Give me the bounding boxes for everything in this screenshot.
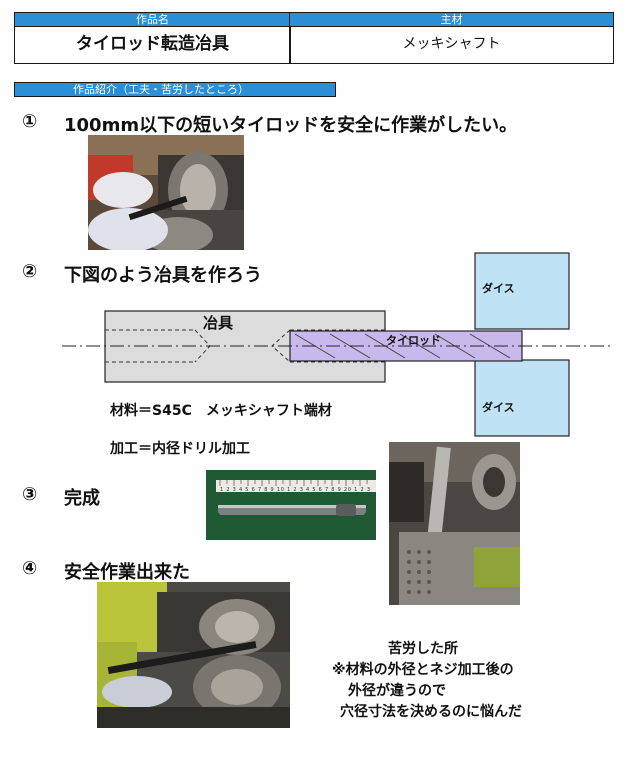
step-3-number: ③: [22, 484, 38, 505]
material-spec: 材料＝S45C メッキシャフト端材: [110, 403, 332, 419]
step-3-text: 完成: [64, 488, 100, 509]
step-1-number: ①: [22, 111, 38, 132]
die-bottom: [474, 359, 570, 437]
jig-label: 冶具: [203, 314, 233, 332]
step-2-number: ②: [22, 261, 38, 282]
title-cell: 作品名 タイロッド転造冶具: [14, 12, 291, 64]
die-top: [474, 252, 570, 330]
note-line-2: 外径が違うので: [348, 683, 446, 699]
step-1-text: 100mm以下の短いタイロッドを安全に作業がしたい。: [64, 115, 518, 136]
step-4-text: 安全作業出来た: [64, 562, 190, 583]
tierod-label: タイロッド: [386, 334, 441, 347]
jig-diagram: 冶具 タイロッド ダイス ダイス: [62, 252, 614, 437]
note-line-3: 穴径寸法を決めるのに悩んだ: [340, 704, 522, 720]
photo-manual-work: [88, 135, 244, 250]
main-material: メッキシャフト: [402, 36, 501, 52]
die-top-label: ダイス: [482, 281, 515, 295]
photo-finished-jig: 1 2 3 4 5 6 7 8 9 10 1 2 3 4 5 6 7 8 9 2…: [206, 470, 376, 540]
step-2-text: 下図のよう冶具を作ろう: [64, 265, 262, 286]
material-cell: 主材 メッキシャフト: [289, 12, 614, 64]
ruler-digits: 1 2 3 4 5 6 7 8 9 10 1 2 3 4 5 6 7 8 9 2…: [220, 487, 370, 493]
title-header-label: 作品名: [15, 13, 290, 27]
photo-machine-setup: [389, 442, 520, 605]
step-4-number: ④: [22, 558, 38, 579]
note-line-1: ※材料の外径とネジ加工後の: [332, 662, 514, 678]
photo-safe-work: [97, 582, 290, 728]
process-spec: 加工＝内径ドリル加工: [110, 441, 250, 457]
section-intro-bar: 作品紹介（工夫・苦労したところ）: [14, 82, 336, 97]
work-title: タイロッド転造冶具: [76, 34, 229, 54]
note-heading: 苦労した所: [388, 641, 458, 657]
material-header-label: 主材: [290, 13, 613, 27]
die-bottom-label: ダイス: [482, 400, 515, 414]
